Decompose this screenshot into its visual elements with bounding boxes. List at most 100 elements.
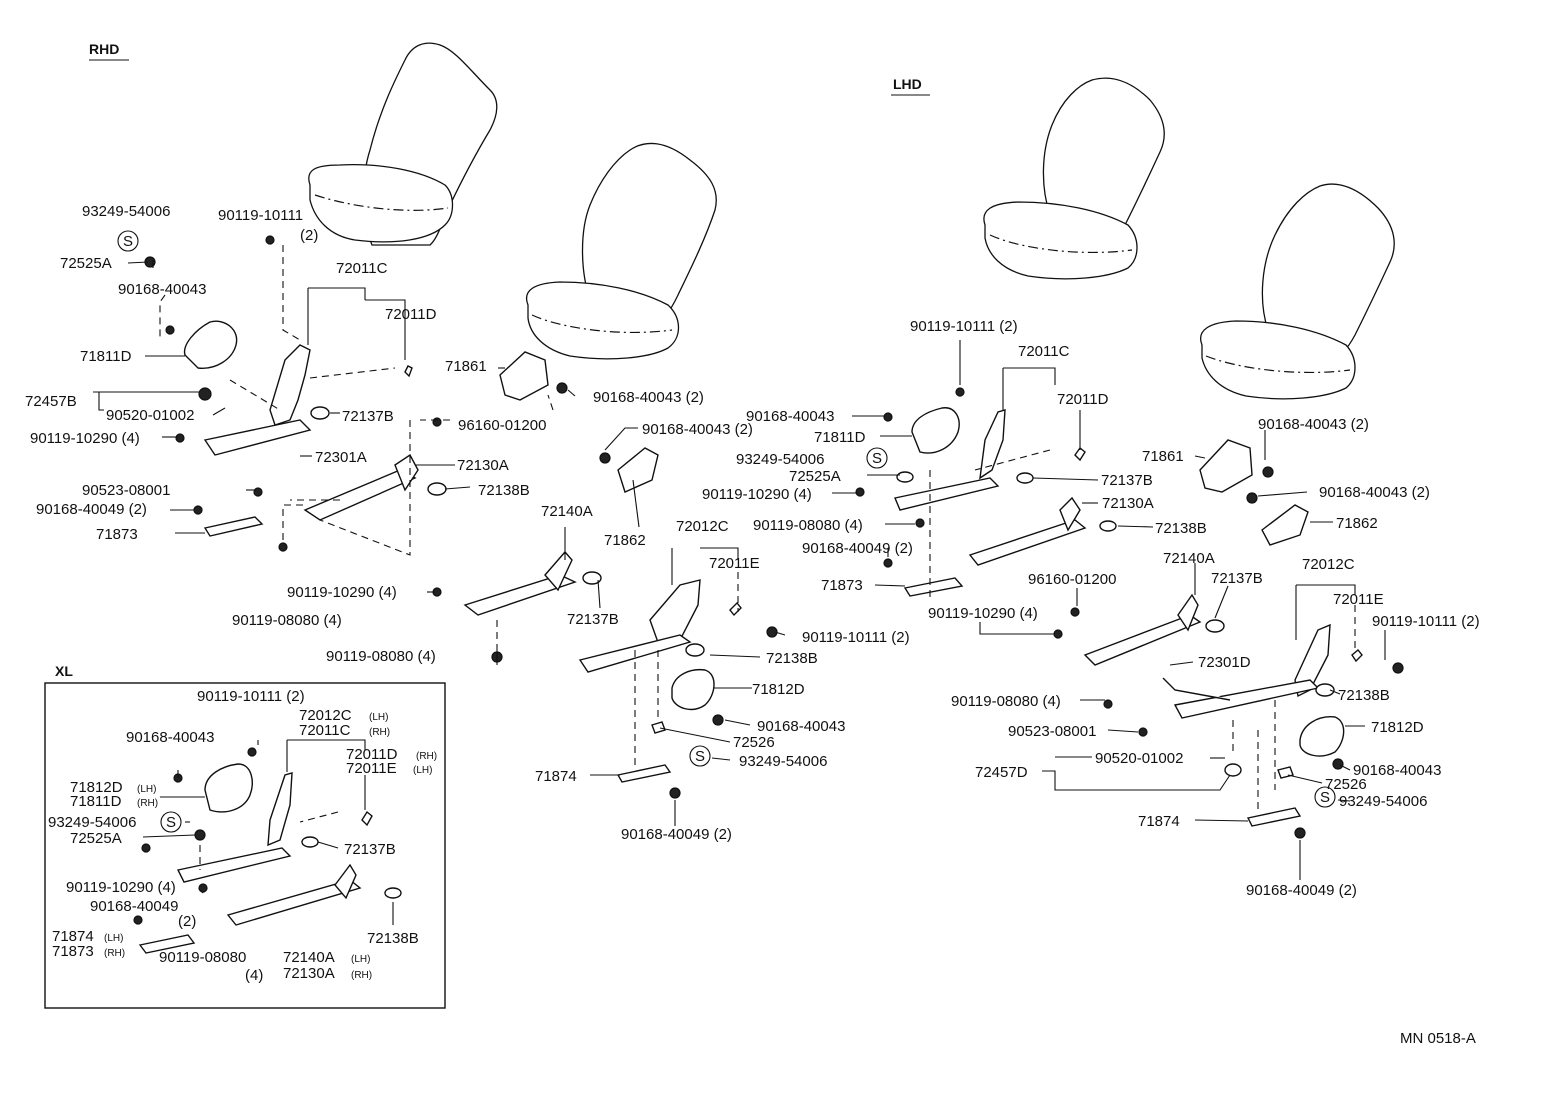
cover-71812d-rhd [671,668,715,711]
part-label: 72011D [385,306,437,323]
header-lhd: LHD [893,76,922,92]
s-symbol: S [872,450,882,467]
part-label: 90119-08080 (4) [232,612,342,629]
part-label: 90168-40049 [90,898,178,915]
bracket-72130a-lhd [1059,496,1081,532]
part-label: 71812D [1371,719,1424,736]
track-rhd-left-a [203,419,312,456]
part-label: 72011D [1057,391,1109,408]
part-label: 71862 [1336,515,1378,532]
part-label-suffix: (LH) [351,954,370,965]
part-label: 90168-40043 [746,408,834,425]
part-label: 93249-54006 [1339,793,1427,810]
part-label: 90523-08001 [82,482,170,499]
recliner-xl [267,772,293,847]
part-label: 71811D [80,348,132,365]
cover-71861-rhd [499,351,549,401]
part-label: 90119-10111 [218,207,303,224]
labels: RHD LHD XL S S S S S 93249-54006 90119-1… [25,41,1480,1047]
part-label: 71874 [1138,813,1180,830]
part-label: 90119-10290 (4) [30,430,140,447]
part-label-suffix: (RH) [416,751,437,762]
track-72140a-lhd [1083,614,1202,666]
part-label: 90119-10111 (2) [1372,613,1480,630]
part-label: 93249-54006 [48,814,136,831]
track-rhd-left-b [303,469,417,521]
part-label: 72137B [567,611,619,628]
part-label: (4) [245,967,263,984]
cover-71812d-lhd [1299,716,1345,757]
seat-lhd-right [1200,183,1395,400]
cover-71861-lhd [1199,439,1253,493]
part-label: 72138B [478,482,530,499]
part-label: 90119-10290 (4) [928,605,1038,622]
rhd-left-assembly [144,235,447,552]
part-label: 72525A [70,830,122,847]
part-label: 90119-08080 [159,949,246,966]
bracket-72130a-rhd [394,453,419,492]
s-symbol: S [1320,789,1330,806]
track-72140a-rhd [463,574,577,616]
part-label: 72011C [299,722,351,739]
s-symbol: S [123,233,133,250]
part-label: 96160-01200 [458,417,546,434]
cover-xl-b [138,934,196,954]
part-label: 96160-01200 [1028,571,1116,588]
part-label: 93249-54006 [82,203,170,220]
part-label: 71874 [535,768,577,785]
xl-assembly [133,747,402,954]
part-label: 71812D [752,681,805,698]
seat-rhd-left [308,42,498,246]
part-label: 72011E [346,760,397,777]
part-label: 90168-40049 (2) [1246,882,1357,899]
part-label: 72012C [299,707,352,724]
part-label: 90119-08080 (4) [951,693,1061,710]
part-label: 90168-40049 (2) [621,826,732,843]
cover-xl [204,763,253,813]
part-label: 71873 [52,943,94,960]
part-label: 72526 [1325,776,1367,793]
part-label: 72130A [1102,495,1154,512]
part-label: 72457B [25,393,77,410]
part-label: 72138B [766,650,818,667]
part-label: 72011D [346,746,398,763]
recliner-72011c-rhd [269,344,311,426]
part-label-suffix: (LH) [413,765,432,776]
header-rhd: RHD [89,41,119,57]
part-label: 71812D [70,779,123,796]
part-label: 71873 [821,577,863,594]
seat-rhd-right [525,142,717,360]
cover-71873-rhd [203,516,264,537]
part-label: 72526 [733,734,775,751]
part-label: 93249-54006 [736,451,824,468]
xl-frame [44,682,446,1009]
part-label: 71873 [96,526,138,543]
part-label: 90168-40049 (2) [36,501,147,518]
track-lhd-left [894,477,1000,511]
part-label: 72011E [1333,591,1384,608]
s-symbol: S [695,748,705,765]
part-label: 90520-01002 [106,407,194,424]
part-label: 72138B [367,930,419,947]
cover-71811d-lhd [911,407,960,454]
part-label: 72137B [342,408,394,425]
track-xl-b [226,879,362,926]
part-label: 90119-10290 (4) [287,584,397,601]
part-label: 90168-40043 [126,729,214,746]
part-label: 90168-40043 (2) [1319,484,1430,501]
part-label: (2) [300,227,318,244]
cover-71874-rhd [616,764,672,783]
part-label-suffix: (RH) [104,948,125,959]
part-label: 90119-10111 (2) [910,318,1018,335]
part-label: 72130A [457,457,509,474]
part-label-suffix: (RH) [137,798,158,809]
part-label: 72137B [1101,472,1153,489]
track-72130a-lhd [968,519,1087,566]
part-label-suffix: (LH) [369,712,388,723]
part-label: 72137B [1211,570,1263,587]
part-label: 72140A [541,503,593,520]
part-label: 72011C [1018,343,1070,360]
recliner-72012c-lhd [1294,623,1331,698]
part-label: 90119-08080 (4) [753,517,863,534]
cover-71873-lhd [903,577,964,597]
